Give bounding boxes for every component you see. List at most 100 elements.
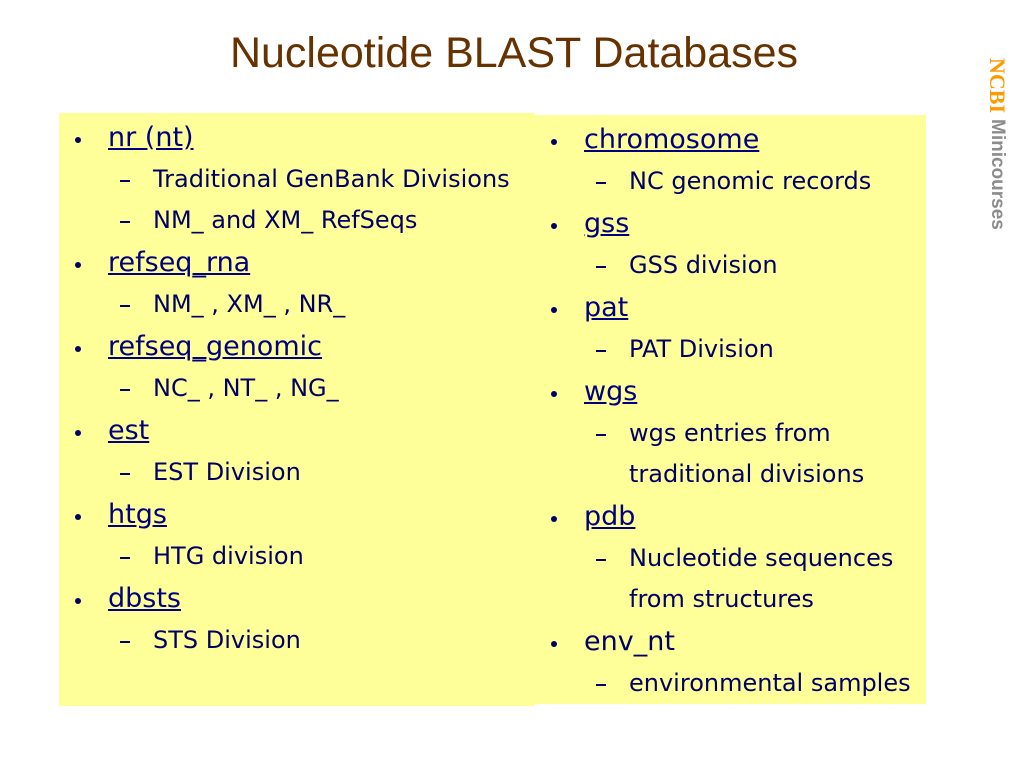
right-database-list: chromosome NC genomic records gss GSS di… bbox=[535, 115, 926, 704]
database-item-header: chromosome bbox=[535, 118, 926, 161]
database-detail: NC genomic records bbox=[535, 161, 926, 202]
database-detail-text: GSS division bbox=[629, 251, 778, 279]
database-detail-text: Nucleotide sequences from structures bbox=[629, 544, 894, 613]
database-item-header: htgs bbox=[59, 493, 535, 536]
database-detail: Nucleotide sequences from structures bbox=[535, 538, 926, 620]
database-detail: STS Division bbox=[59, 620, 535, 661]
dash-icon bbox=[596, 559, 606, 561]
database-detail: Traditional GenBank Divisions bbox=[59, 159, 535, 200]
dash-icon bbox=[120, 557, 130, 559]
database-details: Nucleotide sequences from structures bbox=[535, 538, 926, 620]
database-link-dbsts[interactable]: dbsts bbox=[108, 583, 181, 614]
bullet-icon bbox=[551, 139, 557, 145]
database-link-wgs[interactable]: wgs bbox=[584, 376, 638, 407]
database-details: GSS division bbox=[535, 245, 926, 286]
right-database-panel: chromosome NC genomic records gss GSS di… bbox=[535, 115, 926, 704]
database-item-header: est bbox=[59, 409, 535, 452]
database-item-pdb: pdb Nucleotide sequences from structures bbox=[535, 495, 926, 620]
bullet-icon bbox=[75, 430, 81, 436]
database-detail-text: NM_ , XM_ , NR_ bbox=[153, 290, 346, 318]
database-item-chromosome: chromosome NC genomic records bbox=[535, 118, 926, 202]
database-item-nr: nr (nt) Traditional GenBank Divisions NM… bbox=[59, 116, 535, 241]
bullet-icon bbox=[551, 307, 557, 313]
database-detail: EST Division bbox=[59, 452, 535, 493]
database-link-refseq-rna[interactable]: refseq_rna bbox=[108, 247, 251, 278]
bullet-icon bbox=[551, 641, 557, 647]
database-link-pat[interactable]: pat bbox=[584, 292, 629, 323]
database-details: EST Division bbox=[59, 452, 535, 493]
dash-icon bbox=[120, 641, 130, 643]
database-details: STS Division bbox=[59, 620, 535, 661]
database-detail: HTG division bbox=[59, 536, 535, 577]
database-item-htgs: htgs HTG division bbox=[59, 493, 535, 577]
database-item-header: refseq_rna bbox=[59, 241, 535, 284]
dash-icon bbox=[596, 182, 606, 184]
database-link-pdb[interactable]: pdb bbox=[584, 501, 636, 532]
database-link-nr[interactable]: nr (nt) bbox=[108, 122, 194, 153]
bullet-icon bbox=[75, 598, 81, 604]
database-item-pat: pat PAT Division bbox=[535, 286, 926, 370]
database-detail-text: NM_ and XM_ RefSeqs bbox=[153, 206, 418, 234]
database-item-header: wgs bbox=[535, 370, 926, 413]
dash-icon bbox=[120, 473, 130, 475]
database-link-refseq-genomic[interactable]: refseq_genomic bbox=[108, 331, 322, 362]
database-item-refseq-rna: refseq_rna NM_ , XM_ , NR_ bbox=[59, 241, 535, 325]
bullet-icon bbox=[75, 514, 81, 520]
dash-icon bbox=[120, 305, 130, 307]
database-item-gss: gss GSS division bbox=[535, 202, 926, 286]
database-item-header: env_nt bbox=[535, 620, 926, 663]
database-detail-text: environmental samples bbox=[629, 669, 911, 697]
dash-icon bbox=[120, 180, 130, 182]
dash-icon bbox=[596, 434, 606, 436]
database-item-header: dbsts bbox=[59, 577, 535, 620]
dash-icon bbox=[596, 684, 606, 686]
dash-icon bbox=[596, 350, 606, 352]
database-detail: NM_ , XM_ , NR_ bbox=[59, 284, 535, 325]
brand-series-label: Minicourses bbox=[987, 119, 1008, 230]
database-details: NC genomic records bbox=[535, 161, 926, 202]
database-detail: NC_ , NT_ , NG_ bbox=[59, 368, 535, 409]
database-item-wgs: wgs wgs entries from traditional divisio… bbox=[535, 370, 926, 495]
bullet-icon bbox=[551, 223, 557, 229]
database-detail-text: NC genomic records bbox=[629, 167, 872, 195]
bullet-icon bbox=[551, 516, 557, 522]
database-item-dbsts: dbsts STS Division bbox=[59, 577, 535, 661]
database-item-header: pdb bbox=[535, 495, 926, 538]
database-details: HTG division bbox=[59, 536, 535, 577]
bullet-icon bbox=[551, 391, 557, 397]
bullet-icon bbox=[75, 137, 81, 143]
slide-title: Nucleotide BLAST Databases bbox=[229, 29, 799, 77]
database-item-header: nr (nt) bbox=[59, 116, 535, 159]
database-details: NM_ , XM_ , NR_ bbox=[59, 284, 535, 325]
database-details: environmental samples bbox=[535, 663, 926, 704]
database-item-env-nt: env_nt environmental samples bbox=[535, 620, 926, 704]
database-detail-text: PAT Division bbox=[629, 335, 774, 363]
database-details: Traditional GenBank Divisions NM_ and XM… bbox=[59, 159, 535, 241]
database-link-chromosome[interactable]: chromosome bbox=[584, 124, 760, 155]
database-item-header: refseq_genomic bbox=[59, 325, 535, 368]
database-details: wgs entries from traditional divisions bbox=[535, 413, 926, 495]
database-detail-text: EST Division bbox=[153, 458, 301, 486]
database-item-header: gss bbox=[535, 202, 926, 245]
database-detail-text: HTG division bbox=[153, 542, 304, 570]
database-item-header: pat bbox=[535, 286, 926, 329]
ncbi-minicourses-brand: NCBIMinicourses bbox=[985, 58, 1010, 230]
database-link-est[interactable]: est bbox=[108, 415, 150, 446]
database-details: PAT Division bbox=[535, 329, 926, 370]
database-detail: wgs entries from traditional divisions bbox=[535, 413, 926, 495]
dash-icon bbox=[596, 266, 606, 268]
database-item-est: est EST Division bbox=[59, 409, 535, 493]
bullet-icon bbox=[75, 262, 81, 268]
database-detail-text: Traditional GenBank Divisions bbox=[153, 165, 510, 193]
database-link-gss[interactable]: gss bbox=[584, 208, 630, 239]
database-detail: PAT Division bbox=[535, 329, 926, 370]
dash-icon bbox=[120, 389, 130, 391]
left-database-list: nr (nt) Traditional GenBank Divisions NM… bbox=[59, 113, 535, 661]
dash-icon bbox=[120, 221, 130, 223]
database-link-htgs[interactable]: htgs bbox=[108, 499, 167, 530]
database-item-refseq-genomic: refseq_genomic NC_ , NT_ , NG_ bbox=[59, 325, 535, 409]
database-detail: NM_ and XM_ RefSeqs bbox=[59, 200, 535, 241]
database-detail: GSS division bbox=[535, 245, 926, 286]
database-detail-text: NC_ , NT_ , NG_ bbox=[153, 374, 339, 402]
